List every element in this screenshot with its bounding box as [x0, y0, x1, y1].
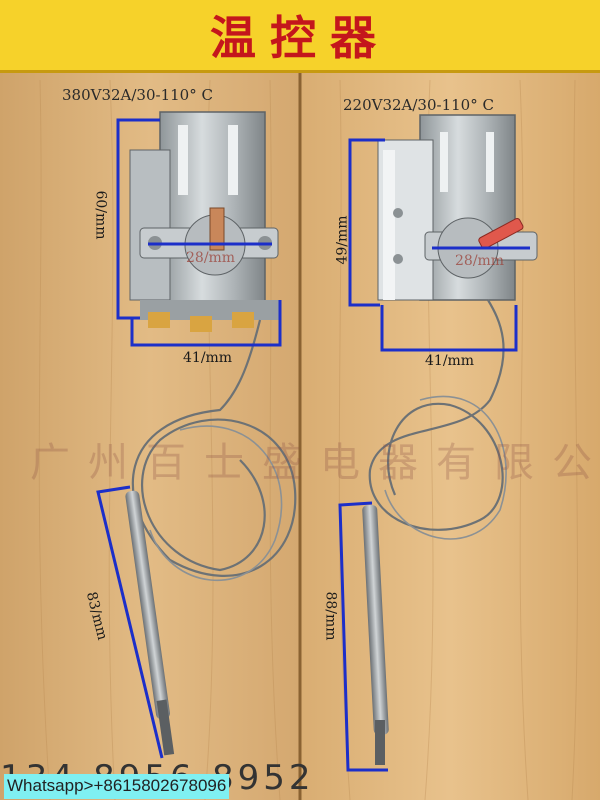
right-width-dim: 41/mm [425, 353, 475, 369]
dimension-lines [96, 118, 530, 772]
whatsapp-label: Whatsapp>+8615802678096 [4, 774, 230, 799]
left-capillary [131, 319, 297, 577]
right-probe-dim: 88/mm [322, 591, 339, 641]
left-width-dim: 41/mm [183, 350, 233, 366]
left-height-dim: 60/mm [92, 190, 109, 240]
right-probe [362, 504, 389, 765]
right-thermostat [377, 114, 538, 301]
left-dial-dim: 28/mm [186, 250, 236, 266]
right-capillary [368, 299, 505, 531]
right-spec-label: 220V32A/30-110° C [343, 96, 494, 114]
company-watermark: 广州百士盛电器有限公司 [30, 440, 600, 486]
right-height-dim: 49/mm [334, 215, 351, 265]
left-probe [125, 490, 175, 756]
right-capillary-loop [384, 395, 507, 540]
left-spec-label: 380V32A/30-110° C [62, 86, 213, 104]
title-banner: 温控器 [0, 0, 600, 73]
left-capillary-loop [149, 425, 283, 582]
banner-title: 温控器 [210, 11, 390, 65]
right-dial-dim: 28/mm [455, 253, 505, 269]
